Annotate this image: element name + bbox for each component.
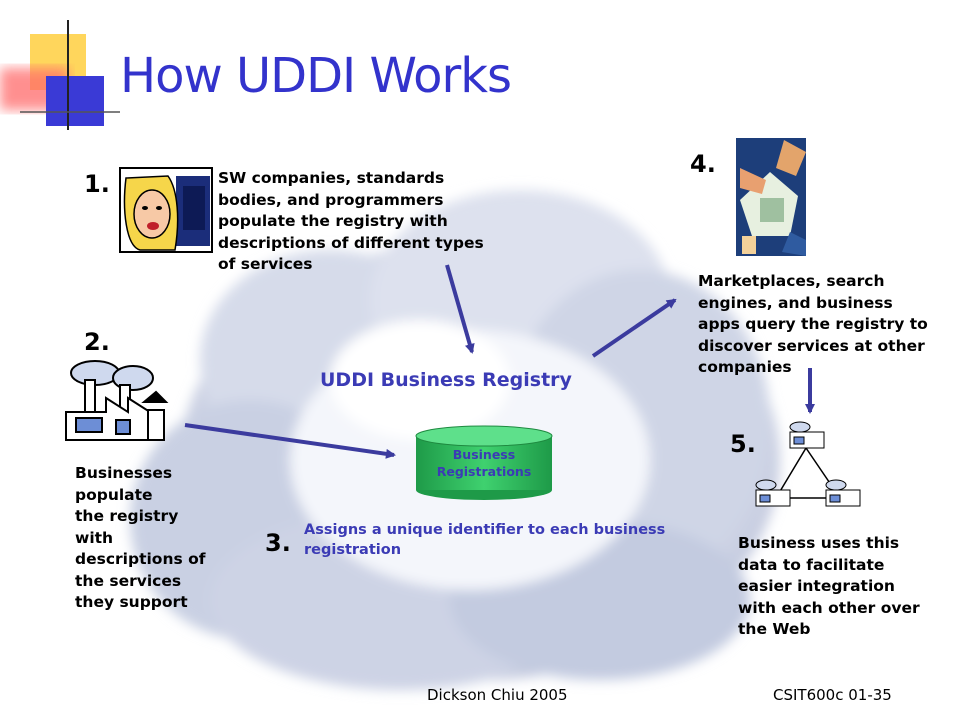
step-1-number: 1.	[84, 170, 110, 198]
arrow-step1-to-registry	[445, 264, 475, 354]
cylinder-label-line: Business	[452, 447, 516, 462]
footer-course: CSIT600c 01-35	[773, 686, 892, 704]
step-5-line: easier integration	[738, 577, 895, 595]
factory-icon	[65, 360, 169, 441]
step-5-number: 5.	[730, 430, 756, 458]
step-1-description: SW companies, standards bodies, and prog…	[218, 168, 484, 276]
cylinder-label-line: Registrations	[436, 464, 532, 479]
step-2-line: they support	[75, 593, 188, 611]
business-trade-icon	[736, 138, 806, 256]
step-5-line: data to facilitate	[738, 555, 885, 574]
registrations-database-cylinder	[415, 425, 553, 500]
slide-title: How UDDI Works	[120, 48, 512, 104]
step-2-line: the services	[75, 571, 182, 590]
step-2-line: the registry	[75, 507, 179, 525]
step-2-line: descriptions of	[75, 550, 206, 568]
step-2-line: with	[75, 528, 114, 547]
step-2-line: Businesses	[75, 464, 173, 482]
step-1-line: bodies, and programmers	[218, 190, 444, 209]
step-1-line: of services	[218, 255, 313, 273]
step-5-description: Business uses this data to facilitate ea…	[738, 533, 920, 641]
step-1-line: populate the registry with	[218, 212, 448, 230]
flow-arrows	[184, 264, 815, 459]
step-4-line: Marketplaces, search	[698, 272, 885, 290]
step-4-description: Marketplaces, search engines, and busine…	[698, 271, 928, 379]
step-5-line: Business uses this	[738, 534, 900, 552]
step-2-description: Businesses populate the registry with de…	[75, 463, 206, 614]
person-at-computer-icon	[119, 167, 213, 253]
step-4-line: apps query the registry to	[698, 315, 928, 333]
corner-decoration	[0, 20, 120, 130]
step-4-line: discover services at other	[698, 336, 925, 355]
connected-businesses-icon	[755, 421, 861, 507]
step-4-line: engines, and business	[698, 293, 893, 312]
registry-label: UDDI Business Registry	[320, 369, 572, 391]
step-4-line: companies	[698, 358, 792, 376]
step-1-line: descriptions of different types	[218, 233, 484, 252]
cylinder-label: Business Registrations	[416, 446, 552, 480]
step-2-line: populate	[75, 485, 153, 504]
step-5-line: with each other over	[738, 598, 920, 617]
step-1-line: SW companies, standards	[218, 169, 445, 187]
arrow-step2-to-registry	[184, 423, 396, 459]
step-2-number: 2.	[84, 328, 110, 356]
step-5-line: the Web	[738, 620, 811, 638]
step-3-description: Assigns a unique identifier to each busi…	[304, 520, 724, 560]
step-4-number: 4.	[690, 150, 716, 178]
footer-author: Dickson Chiu 2005	[427, 686, 568, 704]
step-3-line: registration	[304, 542, 402, 558]
arrow-registry-to-step4	[591, 298, 677, 358]
step-3-line: Assigns a unique identifier to each busi…	[304, 522, 666, 538]
step-3-number: 3.	[265, 529, 291, 557]
